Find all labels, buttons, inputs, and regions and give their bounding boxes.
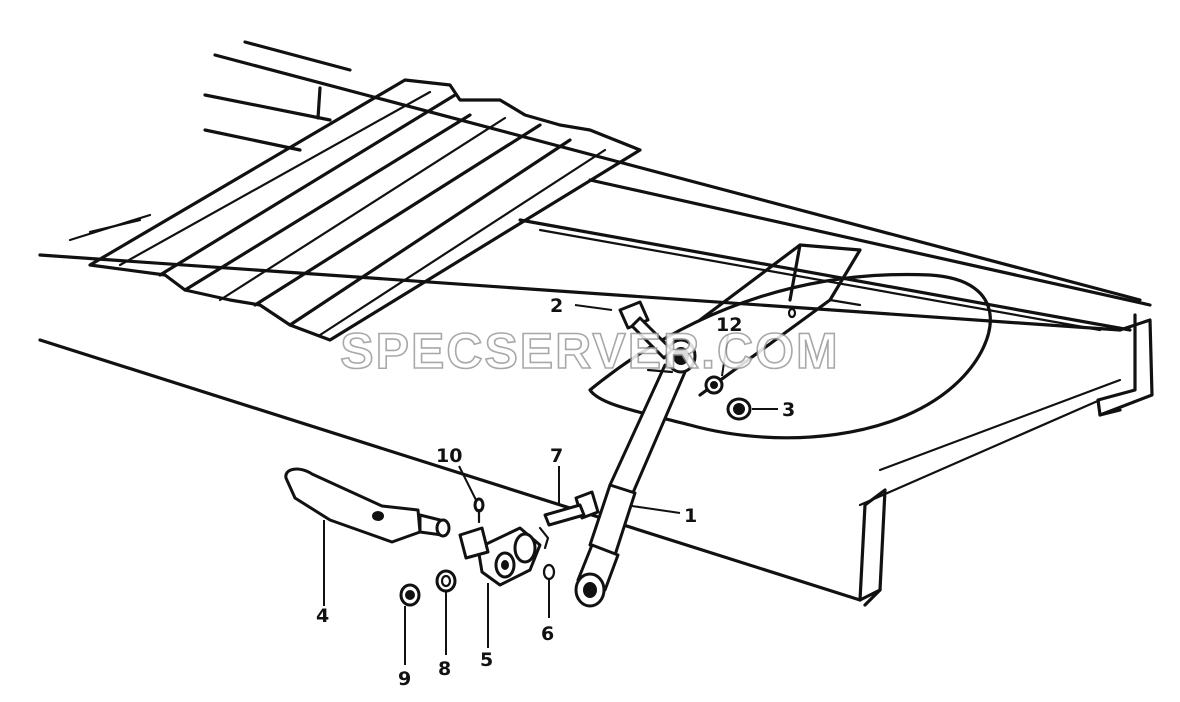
pin-10-icon — [458, 497, 490, 560]
callout-9: 9 — [398, 668, 411, 690]
nut-9-icon — [399, 583, 421, 607]
callout-4: 4 — [316, 605, 329, 627]
bolt-2-icon — [618, 300, 674, 360]
callout-8: 8 — [438, 658, 451, 680]
callout-labels: 1 2 3 4 5 6 7 8 9 10 12 — [316, 295, 795, 690]
callout-2: 2 — [550, 295, 563, 317]
callout-12: 12 — [716, 314, 742, 336]
callout-5: 5 — [480, 649, 493, 671]
washer-6-icon — [538, 526, 556, 581]
bracket-arm-4-icon — [284, 467, 451, 544]
callout-7: 7 — [550, 445, 563, 467]
callout-6: 6 — [541, 623, 554, 645]
washer-8-icon — [435, 569, 457, 593]
floor-plate-icon — [88, 78, 642, 342]
washer-12-icon — [704, 375, 724, 395]
bolt-7-icon — [543, 490, 600, 527]
callout-3: 3 — [782, 399, 795, 421]
leader-lines — [323, 304, 778, 665]
watermark-text: SPECSERVER.COM — [340, 323, 839, 379]
nut-3-icon — [726, 397, 752, 421]
clevis-joint-5-icon — [476, 526, 542, 587]
gas-spring-strut-icon — [574, 338, 697, 608]
callout-1: 1 — [684, 505, 697, 527]
callout-10: 10 — [436, 445, 462, 467]
